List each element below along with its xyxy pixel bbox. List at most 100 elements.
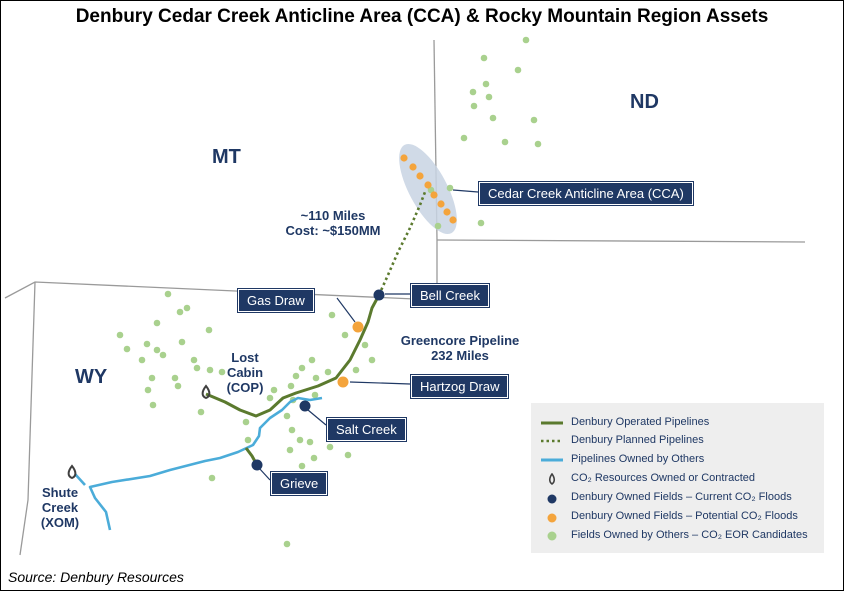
cca-field (424, 181, 432, 189)
map-title: Denbury Cedar Creek Anticline Area (CCA)… (75, 6, 769, 27)
eor-candidate-field (460, 134, 468, 142)
eor-candidate-field (197, 408, 205, 416)
greencore-miles-text: 232 Miles (431, 348, 489, 363)
eor-candidate-field (218, 368, 226, 376)
legend-planned-line-icon (541, 439, 563, 443)
eor-candidate-field (153, 346, 161, 354)
cca-field (416, 172, 424, 180)
eor-candidate-field (116, 331, 124, 339)
current-field-grieve (251, 459, 263, 471)
eor-candidate-field (206, 366, 214, 374)
eor-candidate-field (310, 454, 318, 462)
eor-candidate-field (242, 418, 250, 426)
eor-candidate-field (326, 443, 334, 451)
callout-salt-creek[interactable]: Salt Creek (327, 418, 406, 441)
eor-candidate-field (149, 401, 157, 409)
eor-candidate-field (306, 438, 314, 446)
callout-bell-creek[interactable]: Bell Creek (411, 284, 489, 307)
eor-candidate-field (159, 351, 167, 359)
eor-candidate-field (489, 114, 497, 122)
legend-current-field-icon (547, 494, 557, 504)
co2-resource-markers (67, 384, 211, 480)
callout-hartzog-draw[interactable]: Hartzog Draw (411, 375, 509, 398)
cca-field (437, 200, 445, 208)
eor-candidate-field (288, 426, 296, 434)
eor-candidate-field (244, 436, 252, 444)
mt-wy-border (4, 240, 438, 301)
shute-creek-label: Shute Creek (XOM) (40, 485, 80, 530)
eor-candidate-field (148, 374, 156, 382)
eor-candidate-field (270, 386, 278, 394)
eor-candidate-fields (116, 36, 542, 548)
state-label-mt: MT (212, 146, 241, 168)
eor-candidate-field (286, 446, 294, 454)
eor-candidate-field (427, 186, 435, 194)
eor-candidate-field (292, 372, 300, 380)
callout-gas-draw[interactable]: Gas Draw (238, 289, 314, 312)
eor-candidate-field (470, 102, 478, 110)
eor-candidate-field (311, 391, 319, 399)
callout-grieve[interactable]: Grieve (271, 472, 328, 495)
cca-field (443, 208, 451, 216)
eor-candidate-field (178, 338, 186, 346)
eor-candidate-field (352, 366, 360, 374)
current-field-salt-creek (299, 400, 311, 412)
legend-co2-drop-icon (548, 473, 556, 485)
eor-candidate-field (174, 382, 182, 390)
eor-candidate-field (469, 88, 477, 96)
cca-field (400, 154, 408, 162)
eor-candidate-field (208, 474, 216, 482)
eor-candidate-field (344, 451, 352, 459)
greencore-name-text: Greencore Pipeline (400, 333, 520, 348)
potential-field-gas-draw (352, 321, 364, 333)
eor-candidate-field (171, 374, 179, 382)
greencore-pipeline (205, 294, 381, 418)
potential-fields (337, 154, 457, 388)
eor-candidate-field (530, 116, 538, 124)
wy-west-border (19, 281, 36, 556)
legend-candidate-field-icon (547, 531, 557, 541)
current-fields (251, 289, 385, 471)
eor-candidate-field (183, 304, 191, 312)
planned-miles-text: ~110 Miles (300, 208, 366, 223)
eor-candidate-field (501, 138, 509, 146)
legend-others-line-icon (541, 458, 563, 462)
eor-candidate-field (477, 219, 485, 227)
eor-candidate-field (298, 462, 306, 470)
eor-candidate-field (485, 93, 493, 101)
cca-field (449, 216, 457, 224)
eor-candidate-field (283, 412, 291, 420)
cca-field (409, 163, 417, 171)
shute-creek-co2-icon (67, 464, 77, 480)
eor-candidate-field (193, 364, 201, 372)
planned-pipeline (377, 191, 427, 296)
eor-candidate-field (144, 386, 152, 394)
source-credit: Source: Denbury Resources (8, 569, 184, 585)
eor-candidate-field (368, 356, 376, 364)
eor-candidate-field (138, 356, 146, 364)
eor-candidate-field (190, 356, 198, 364)
callout-cca[interactable]: Cedar Creek Anticline Area (CCA) (479, 182, 693, 205)
state-borders (4, 39, 806, 556)
callout-leaders (258, 189, 479, 481)
eor-candidate-field (283, 540, 291, 548)
eor-candidate-field (480, 54, 488, 62)
potential-field-hartzog-draw (337, 376, 349, 388)
eor-candidate-field (308, 356, 316, 364)
eor-candidate-field (341, 331, 349, 339)
pipeline-others-branch (74, 473, 86, 486)
eor-candidate-field (266, 394, 274, 402)
planned-cost-text: Cost: ~$150MM (285, 223, 381, 238)
eor-candidate-field (287, 382, 295, 390)
eor-candidate-field (514, 66, 522, 74)
eor-candidate-field (312, 374, 320, 382)
eor-candidate-field (522, 36, 530, 44)
legend-potential-field-icon (547, 513, 557, 523)
eor-candidate-field (361, 341, 369, 349)
pipeline-others (88, 396, 323, 531)
current-field-bell-creek (373, 289, 385, 301)
eor-candidate-field (482, 80, 490, 88)
nd-sd-border (436, 239, 806, 243)
eor-candidate-field (328, 311, 336, 319)
state-label-wy: WY (75, 366, 108, 388)
